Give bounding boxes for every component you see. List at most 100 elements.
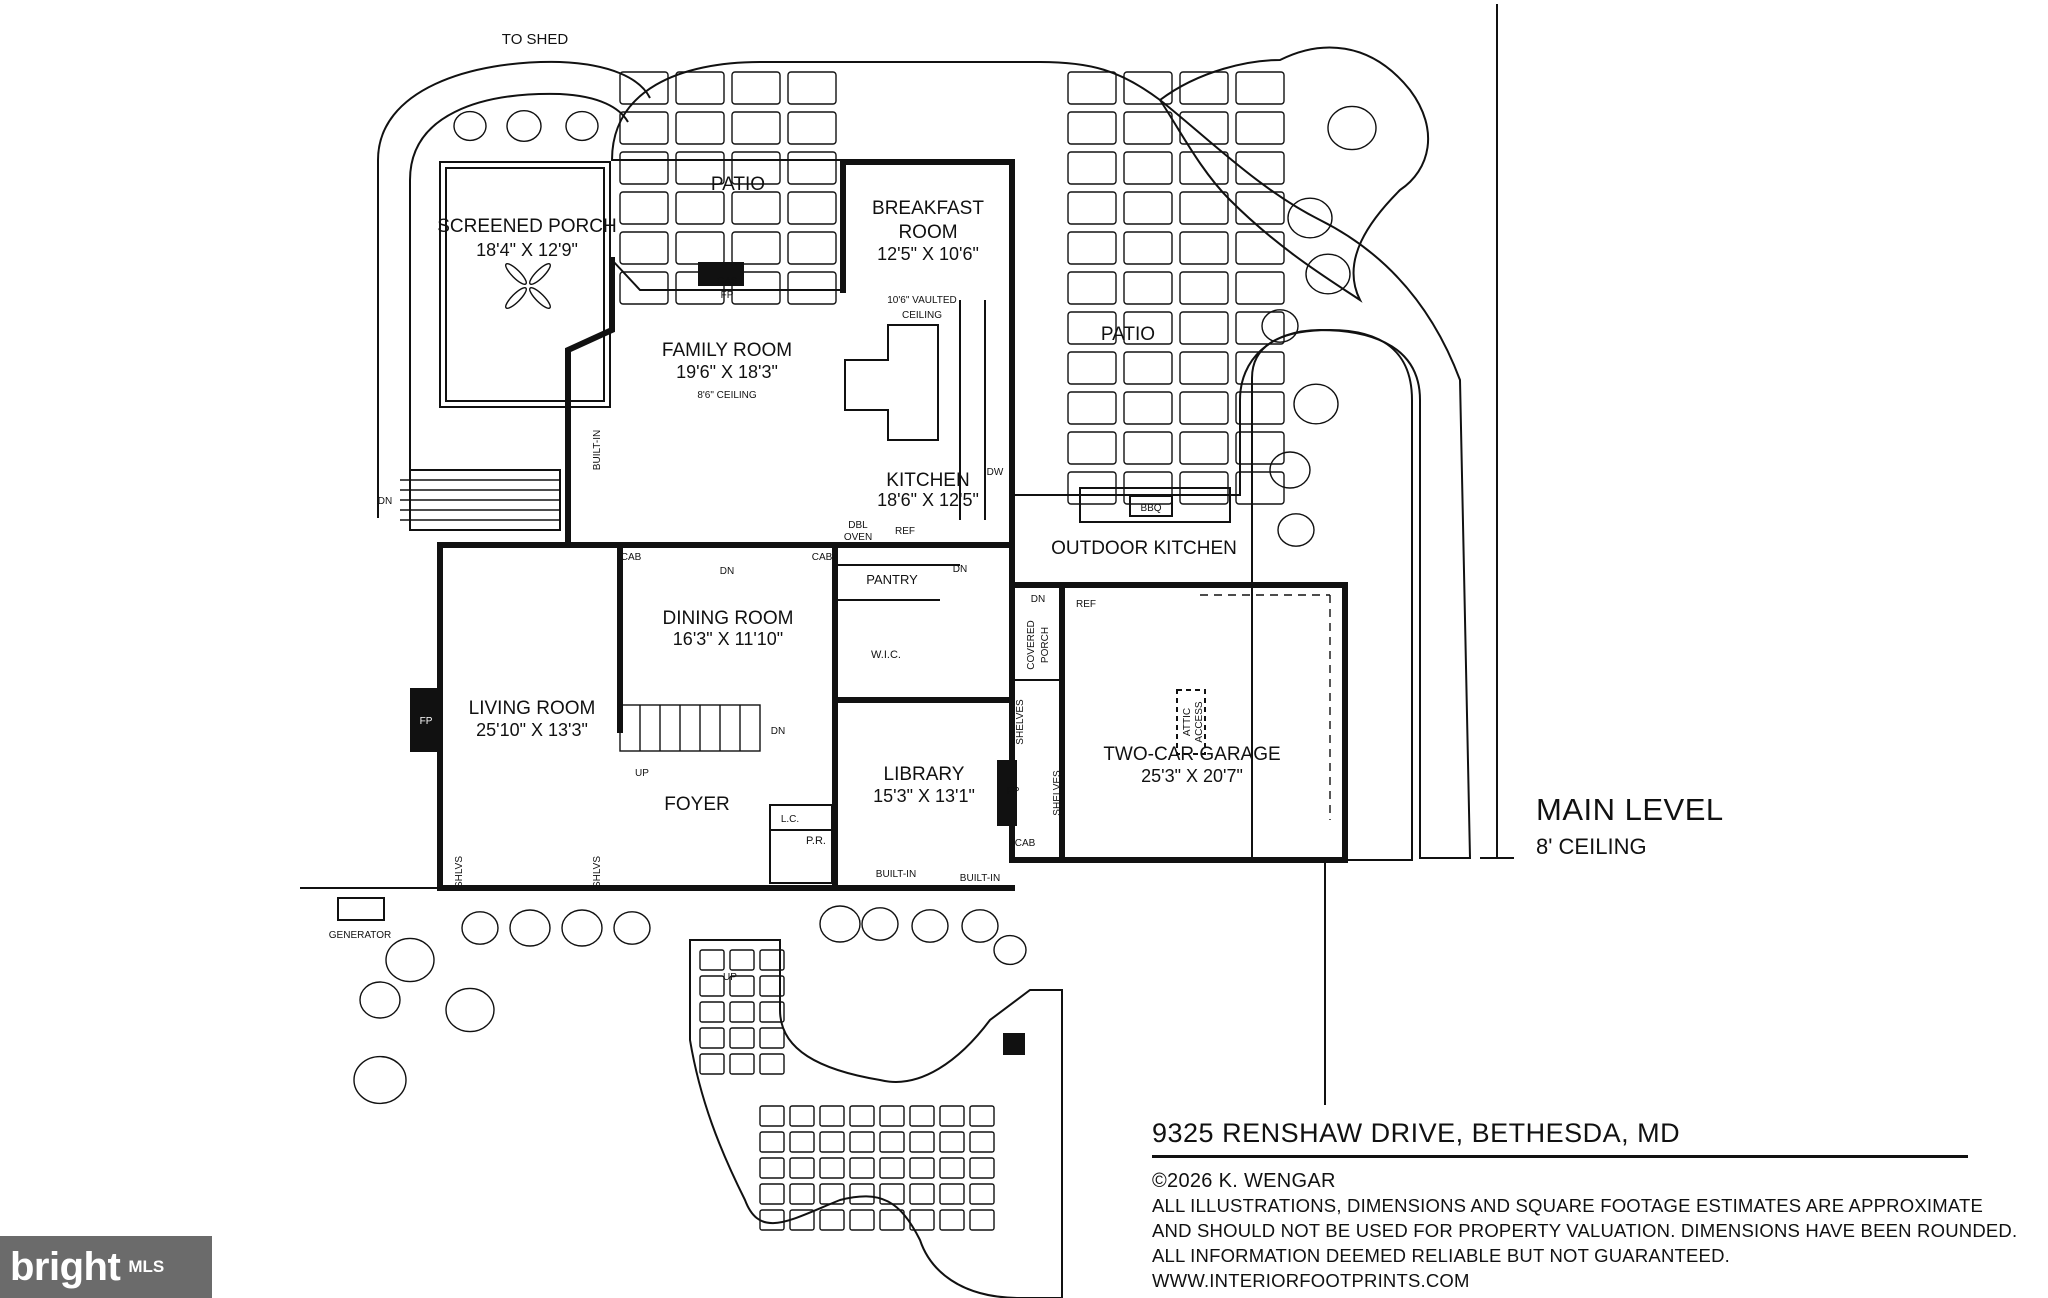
generator-label: GENERATOR <box>329 930 391 941</box>
patio-stone <box>787 191 837 225</box>
walk-stone <box>789 1105 815 1127</box>
walk-stone <box>879 1183 905 1205</box>
patio-stone <box>1235 391 1285 425</box>
family-ceiling-label: 8'6" CEILING <box>697 390 757 401</box>
stone-arch-walkway <box>377 60 651 518</box>
walk-stone <box>969 1157 995 1179</box>
walk-stone <box>939 1209 965 1231</box>
house-walls <box>410 159 1348 891</box>
patio-stone <box>1123 431 1173 465</box>
garden-bed <box>1158 46 1430 861</box>
logo-suffix: MLS <box>128 1257 165 1276</box>
kitchen-label: KITCHEN <box>886 470 969 491</box>
walk-stone <box>759 1157 785 1179</box>
screened-porch-dim: 18'4" X 12'9" <box>476 240 578 260</box>
upper-patio <box>610 61 1472 859</box>
patio-stone <box>1123 351 1173 385</box>
patio-stone <box>675 71 725 105</box>
dbl-label: DBL <box>848 520 868 531</box>
screened-porch-label: SCREENED PORCH <box>437 216 616 237</box>
walk-stone <box>969 1183 995 1205</box>
patio-stone <box>1235 111 1285 145</box>
patio-stone <box>1123 231 1173 265</box>
shrub-icon <box>1261 309 1299 343</box>
patio-stone <box>1179 231 1229 265</box>
patio-stone <box>675 191 725 225</box>
up-walk-label: UP <box>723 972 737 983</box>
patio-stone <box>1179 151 1229 185</box>
walk-stone <box>939 1183 965 1205</box>
walk-stone <box>699 1001 725 1023</box>
walk-stone <box>909 1157 935 1179</box>
shrub-icon <box>509 909 551 947</box>
outdoor-kitchen-label: OUTDOOR KITCHEN <box>1051 538 1237 559</box>
patio-stone <box>619 151 669 185</box>
patio-stone <box>1067 391 1117 425</box>
shrub-icon <box>1269 451 1311 489</box>
living-room-label: LIVING ROOM <box>469 698 596 719</box>
walk-stone <box>729 1053 755 1075</box>
patio-stone <box>731 71 781 105</box>
patio-stone <box>1179 111 1229 145</box>
walk-stone <box>759 975 785 997</box>
patio-stone <box>1179 391 1229 425</box>
patio-stone <box>1179 431 1229 465</box>
bbq-label: BBQ <box>1140 503 1161 514</box>
walk-stone <box>759 1209 785 1231</box>
cab-left-label: CAB <box>621 552 642 563</box>
garage-dim: 25'3" X 20'7" <box>1141 766 1243 786</box>
walk-stone <box>759 1131 785 1153</box>
shrub-icon <box>461 911 499 945</box>
family-room-dim: 19'6" X 18'3" <box>676 362 778 382</box>
walk-stone <box>969 1209 995 1231</box>
walk-stone <box>789 1157 815 1179</box>
shrub-icon <box>961 909 999 943</box>
shrub-icon <box>861 907 899 941</box>
dn-porch-label: DN <box>1031 594 1045 605</box>
dining-room-dim: 16'3" X 11'10" <box>673 629 783 649</box>
library-label: LIBRARY <box>884 764 965 785</box>
shrub-icon <box>385 937 435 983</box>
vaulted-label-1: 10'6" VAULTED <box>887 295 957 306</box>
walk-stone <box>969 1105 995 1127</box>
dn-dining-label: DN <box>720 566 734 577</box>
breakfast-room-dim: 12'5" X 10'6" <box>877 244 979 264</box>
patio-stone <box>1067 151 1117 185</box>
disclaimer-line: ALL ILLUSTRATIONS, DIMENSIONS AND SQUARE… <box>1152 1195 1984 1216</box>
shrub-icon <box>561 909 603 947</box>
level-title-block: MAIN LEVEL 8' CEILING <box>1536 792 1776 860</box>
walk-stone <box>729 949 755 971</box>
shrub-icon <box>1277 513 1315 547</box>
dn-kitchen-label: DN <box>953 564 967 575</box>
walk-stone <box>879 1105 905 1127</box>
walk-stone <box>909 1105 935 1127</box>
patio-stone <box>619 111 669 145</box>
property-address: 9325 RENSHAW DRIVE, BETHESDA, MD <box>1152 1118 1968 1158</box>
attic-label-1: ATTIC <box>1182 708 1193 736</box>
shrub-icon <box>353 1055 407 1105</box>
patio-stone <box>1235 431 1285 465</box>
bright-mls-logo: bright MLS <box>0 1236 212 1298</box>
patio-stone <box>675 231 725 265</box>
patio-stone <box>1067 311 1117 345</box>
walk-stone <box>729 975 755 997</box>
walk-stone <box>819 1105 845 1127</box>
property-lines <box>300 4 1514 1105</box>
fp-living-label: FP <box>420 716 433 727</box>
lc-label: L.C. <box>781 814 799 825</box>
walk-stone <box>849 1183 875 1205</box>
website-link[interactable]: WWW.INTERIORFOOTPRINTS.COM <box>1152 1270 1470 1291</box>
wic-label: W.I.C. <box>871 649 901 661</box>
dn-screened-label: DN <box>378 496 392 507</box>
patio-stone <box>1235 191 1285 225</box>
walk-stone <box>909 1131 935 1153</box>
attic-label-2: ACCESS <box>1194 701 1205 742</box>
patio-stone <box>1123 391 1173 425</box>
shelves-left-label: SHELVES <box>1015 699 1026 745</box>
patio-stone <box>1123 111 1173 145</box>
patio-stone <box>787 271 837 305</box>
covered-porch-label-1: COVERED <box>1026 620 1037 669</box>
patio-stone <box>787 111 837 145</box>
front-walkway <box>689 939 1063 1298</box>
gas-label: GAS <box>716 276 737 287</box>
